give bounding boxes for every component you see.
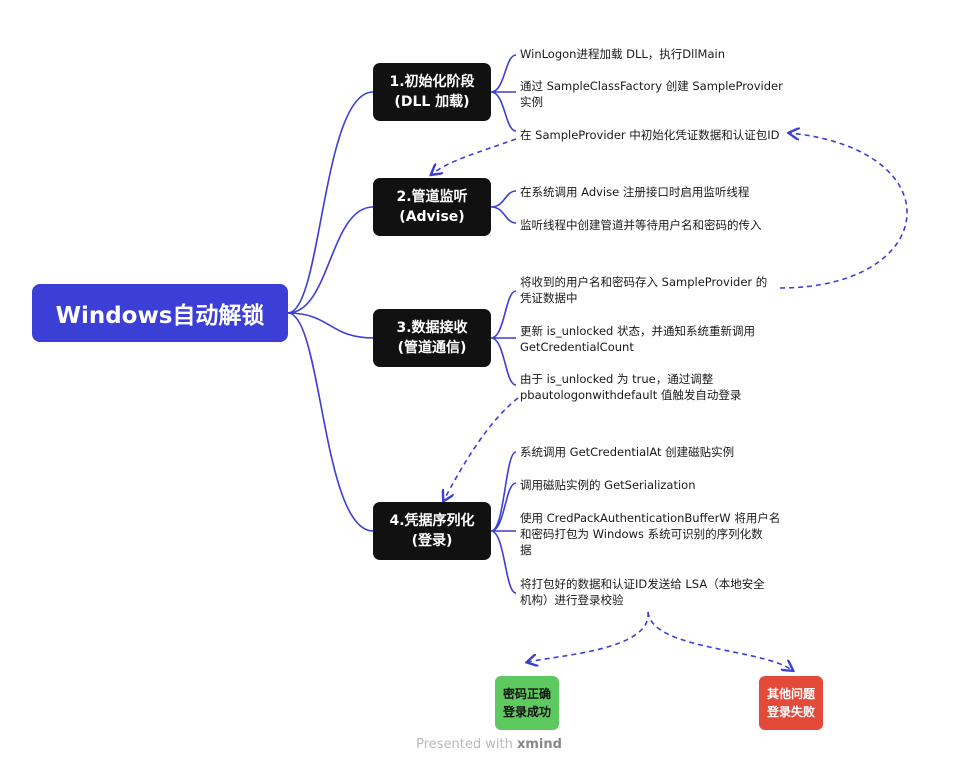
dashed-link-autologon-to-serialize — [444, 397, 519, 500]
detail-item[interactable]: 使用 CredPackAuthenticationBufferW 将用户名 和密… — [520, 510, 780, 558]
detail-text: 凭证数据中 — [520, 291, 578, 305]
result-success[interactable]: 密码正确 登录成功 — [495, 676, 559, 730]
edge-stage4-details — [490, 451, 517, 594]
detail-text: 和密码打包为 Windows 系统可识别的序列化数 — [520, 527, 763, 541]
detail-text: 将打包好的数据和认证ID发送给 LSA（本地安全 — [520, 577, 765, 591]
edge-stage1-details — [490, 54, 517, 132]
detail-item[interactable]: 更新 is_unlocked 状态，并通知系统重新调用 GetCredentia… — [520, 323, 755, 355]
detail-text: 实例 — [520, 95, 543, 109]
detail-text: GetCredentialCount — [520, 340, 634, 354]
detail-item[interactable]: 调用磁贴实例的 GetSerialization — [520, 477, 696, 493]
stage-subtitle: (DLL 加载) — [394, 94, 470, 110]
detail-text: 由于 is_unlocked 为 true，通过调整 — [520, 372, 714, 386]
dashed-link-init-to-advise — [432, 138, 517, 174]
detail-item[interactable]: 将收到的用户名和密码存入 SampleProvider 的 凭证数据中 — [520, 274, 767, 306]
stage-title: 4.凭据序列化 — [389, 513, 475, 529]
edge-stage2-details — [490, 190, 517, 224]
root-title: Windows自动解锁 — [55, 303, 265, 329]
detail-text: 通过 SampleClassFactory 创建 SampleProvider — [520, 79, 783, 93]
root-topic[interactable]: Windows自动解锁 — [32, 284, 288, 342]
stage-2-advise[interactable]: 2.管道监听 (Advise) — [373, 178, 491, 236]
edge-root-stage2 — [287, 206, 374, 314]
detail-text: 更新 is_unlocked 状态，并通知系统重新调用 — [520, 324, 756, 338]
detail-text: 系统调用 GetCredentialAt 创建磁贴实例 — [520, 445, 735, 459]
result-line: 其他问题 — [766, 687, 815, 701]
detail-text: 机构）进行登录校验 — [520, 593, 624, 607]
stage-title: 1.初始化阶段 — [389, 74, 475, 90]
detail-text: 使用 CredPackAuthenticationBufferW 将用户名 — [520, 511, 781, 525]
detail-item[interactable]: 由于 is_unlocked 为 true，通过调整 pbautologonwi… — [520, 371, 741, 403]
detail-text: WinLogon进程加载 DLL，执行DllMain — [520, 47, 725, 61]
result-line: 密码正确 — [502, 687, 551, 701]
detail-item[interactable]: 监听线程中创建管道并等待用户名和密码的传入 — [520, 217, 762, 233]
stage-4-serialize[interactable]: 4.凭据序列化 (登录) — [373, 502, 491, 560]
edge-stage3-details — [490, 290, 517, 386]
dashed-link-to-success — [528, 611, 649, 662]
detail-text: 将收到的用户名和密码存入 SampleProvider 的 — [520, 275, 768, 289]
stage-subtitle: (管道通信) — [397, 340, 467, 356]
edge-root-stage3 — [287, 312, 374, 339]
stage-1-init[interactable]: 1.初始化阶段 (DLL 加载) — [373, 63, 491, 121]
detail-item[interactable]: 系统调用 GetCredentialAt 创建磁贴实例 — [520, 444, 734, 460]
result-line: 登录成功 — [502, 705, 551, 719]
detail-item[interactable]: 在系统调用 Advise 注册接口时启用监听线程 — [520, 184, 749, 200]
presented-with-footer: Presented with xmind — [0, 737, 978, 752]
footer-brand: xmind — [516, 737, 562, 752]
dashed-link-to-failure — [647, 611, 792, 670]
detail-item[interactable]: WinLogon进程加载 DLL，执行DllMain — [520, 46, 725, 62]
detail-item[interactable]: 通过 SampleClassFactory 创建 SampleProvider … — [520, 78, 783, 110]
detail-text: 据 — [520, 543, 532, 557]
dashed-link-receive-to-init — [779, 133, 908, 289]
footer-prefix: Presented with — [416, 737, 517, 752]
detail-text: 监听线程中创建管道并等待用户名和密码的传入 — [520, 218, 762, 232]
detail-text: pbautologonwithdefault 值触发自动登录 — [520, 388, 742, 402]
edge-root-stage4 — [287, 312, 374, 532]
detail-item[interactable]: 将打包好的数据和认证ID发送给 LSA（本地安全 机构）进行登录校验 — [520, 576, 765, 608]
detail-text: 调用磁贴实例的 GetSerialization — [520, 478, 696, 492]
stage-3-receive[interactable]: 3.数据接收 (管道通信) — [373, 309, 491, 367]
result-line: 登录失败 — [766, 705, 815, 719]
detail-text: 在 SampleProvider 中初始化凭证数据和认证包ID — [520, 128, 780, 142]
edge-root-stage1 — [287, 91, 374, 314]
stage-title: 2.管道监听 — [396, 189, 468, 205]
stage-title: 3.数据接收 — [396, 320, 468, 336]
stage-subtitle: (Advise) — [399, 209, 465, 225]
detail-text: 在系统调用 Advise 注册接口时启用监听线程 — [520, 185, 750, 199]
stage-subtitle: (登录) — [411, 533, 453, 549]
detail-item[interactable]: 在 SampleProvider 中初始化凭证数据和认证包ID — [520, 127, 780, 143]
result-failure[interactable]: 其他问题 登录失败 — [759, 676, 823, 730]
